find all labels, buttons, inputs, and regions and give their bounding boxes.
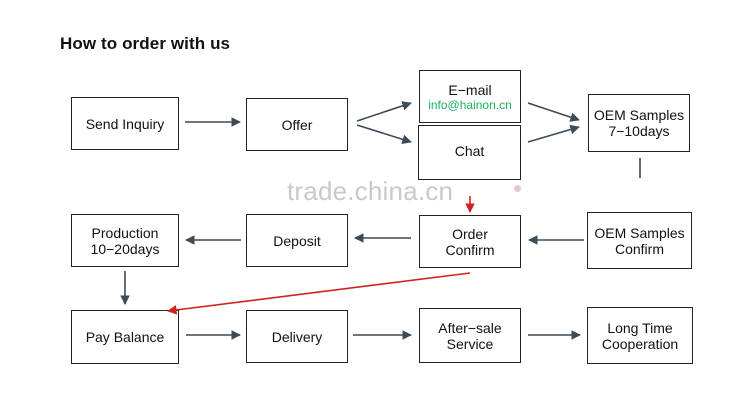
step-after-sale-line1: After−sale xyxy=(438,319,502,336)
watermark: trade.china.cn xyxy=(287,176,454,206)
step-delivery-label: Delivery xyxy=(271,328,323,345)
step-order-confirm-line2: Confirm xyxy=(445,241,495,258)
step-pay-balance: Pay Balance xyxy=(71,310,179,364)
step-after-sale: After−sale Service xyxy=(419,308,521,363)
email-address: info@hainon.cn xyxy=(428,97,512,112)
arrow-offer-to-email xyxy=(356,101,412,122)
step-order-confirm: Order Confirm xyxy=(419,215,521,268)
step-delivery: Delivery xyxy=(246,310,348,363)
arrow-email-to-oem xyxy=(527,102,580,122)
step-production-line1: Production xyxy=(91,224,159,241)
step-email-label: E−mail xyxy=(448,81,492,98)
step-after-sale-line2: Service xyxy=(446,335,494,352)
step-oem-samples-confirm: OEM Samples Confirm xyxy=(587,212,692,269)
arrow-red-to-pay-balance xyxy=(167,272,471,315)
step-oem-samples: OEM Samples 7−10days xyxy=(588,94,690,152)
step-long-time-cooperation: Long Time Cooperation xyxy=(587,307,693,364)
step-oem-samples-line1: OEM Samples xyxy=(593,107,685,123)
step-offer: Offer xyxy=(246,98,348,151)
step-send-inquiry-label: Send Inquiry xyxy=(85,115,165,132)
step-offer-label: Offer xyxy=(281,116,313,133)
step-order-confirm-line1: Order xyxy=(452,225,488,242)
arrow-chat-to-oem xyxy=(527,124,580,143)
step-email: E−mail info@hainon.cn xyxy=(419,70,521,123)
arrow-offer-to-chat xyxy=(356,124,412,144)
step-long-time-line2: Cooperation xyxy=(601,335,679,352)
watermark-dot xyxy=(514,185,521,192)
step-oem-confirm-line1: OEM Samples xyxy=(594,224,685,241)
step-chat-label: Chat xyxy=(454,143,485,159)
page-title: How to order with us xyxy=(60,34,231,53)
step-production-line2: 10−20days xyxy=(90,240,160,257)
step-deposit: Deposit xyxy=(246,214,348,267)
step-send-inquiry: Send Inquiry xyxy=(71,97,179,150)
step-chat: Chat xyxy=(418,125,521,180)
step-production: Production 10−20days xyxy=(71,214,179,267)
step-oem-confirm-line2: Confirm xyxy=(614,240,664,257)
step-long-time-line1: Long Time xyxy=(607,319,673,336)
step-deposit-label: Deposit xyxy=(273,232,321,249)
step-pay-balance-label: Pay Balance xyxy=(85,329,165,345)
step-oem-samples-line2: 7−10days xyxy=(608,123,670,139)
